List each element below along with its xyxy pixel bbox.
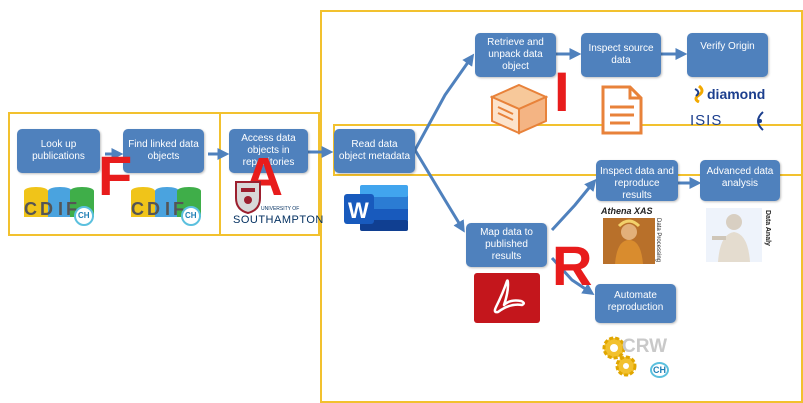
pdf-icon <box>474 273 540 323</box>
cdif-letter-i: I <box>165 199 171 219</box>
crest-icon <box>235 181 261 214</box>
artemis-side-text: Data Analy <box>764 210 771 246</box>
step-automate-reproduction[interactable]: Automate reproduction <box>595 284 676 323</box>
crw-logo: CRW CH <box>600 332 670 380</box>
cdif-letter-i: I <box>58 199 64 219</box>
southampton-small-text: UNIVERSITY OF <box>261 206 300 212</box>
ch-badge: CH <box>185 211 197 220</box>
southampton-text: SOUTHAMPTON <box>233 214 324 226</box>
artemis-statue-icon <box>706 208 762 262</box>
step-advanced-analysis[interactable]: Advanced data analysis <box>700 160 780 201</box>
athena-painting-icon <box>603 218 655 264</box>
diamond-text: diamond <box>707 86 766 102</box>
step-inspect-source[interactable]: Inspect source data <box>581 33 661 77</box>
crw-ch-badge: CH <box>650 362 669 378</box>
database-stack-icon <box>24 187 94 226</box>
step-look-up-publications[interactable]: Look up publications <box>17 129 100 173</box>
diamond-logo: diamond <box>692 85 766 107</box>
step-find-linked-data[interactable]: Find linked data objects <box>123 129 204 173</box>
word-letter: W <box>348 198 369 223</box>
artemis-logo: Data Analy <box>706 206 776 264</box>
cdif-logo-2: C D I F CH <box>129 185 204 227</box>
cdif-letter-c: C <box>131 199 144 219</box>
athena-side-text: Data Processing <box>655 218 661 263</box>
southampton-logo: UNIVERSITY OF SOUTHAMPTON <box>233 180 323 230</box>
gears-icon <box>602 336 637 377</box>
isis-logo: ISIS <box>690 110 800 134</box>
step-access-data-objects[interactable]: Access data objects in repositories <box>229 129 308 173</box>
word-icon: W <box>342 183 410 233</box>
cdif-letter-d: D <box>147 199 160 219</box>
arrow-read-to-map <box>413 149 465 233</box>
cdif-letter-f: F <box>66 199 77 219</box>
athena-title: Athena XAS <box>601 206 653 216</box>
cdif-letter-c: C <box>24 199 37 219</box>
letter-i: I <box>554 60 570 123</box>
crw-text: CRW <box>622 336 668 357</box>
step-retrieve-unpack[interactable]: Retrieve and unpack data object <box>475 33 556 77</box>
cdif-logo-1: C D I F CH <box>22 185 97 227</box>
arrow-read-to-retrieve <box>413 53 475 151</box>
database-stack-icon <box>131 187 201 226</box>
frame-reusable <box>320 10 803 403</box>
isis-text: ISIS <box>690 112 723 129</box>
diamond-swirl-icon <box>694 85 704 103</box>
isis-arc-icon <box>757 111 764 131</box>
package-icon <box>489 83 549 135</box>
frame-accessible <box>219 112 320 236</box>
step-inspect-reproduce[interactable]: Inspect data and reproduce results <box>596 160 678 201</box>
cdif-letter-f: F <box>173 199 184 219</box>
letter-r: R <box>552 234 593 297</box>
letter-f: F <box>98 144 133 207</box>
document-icon <box>600 85 644 135</box>
arrow-map-to-inspect-data <box>550 178 597 232</box>
cdif-letter-d: D <box>40 199 53 219</box>
arrow-map-to-automate <box>550 256 595 295</box>
step-verify-origin[interactable]: Verify Origin <box>687 33 768 77</box>
step-map-data[interactable]: Map data to published results <box>466 223 547 267</box>
step-read-metadata[interactable]: Read data object metadata <box>334 129 415 173</box>
athena-logo: Athena XAS Data Processing <box>601 206 671 264</box>
ch-badge: CH <box>78 211 90 220</box>
